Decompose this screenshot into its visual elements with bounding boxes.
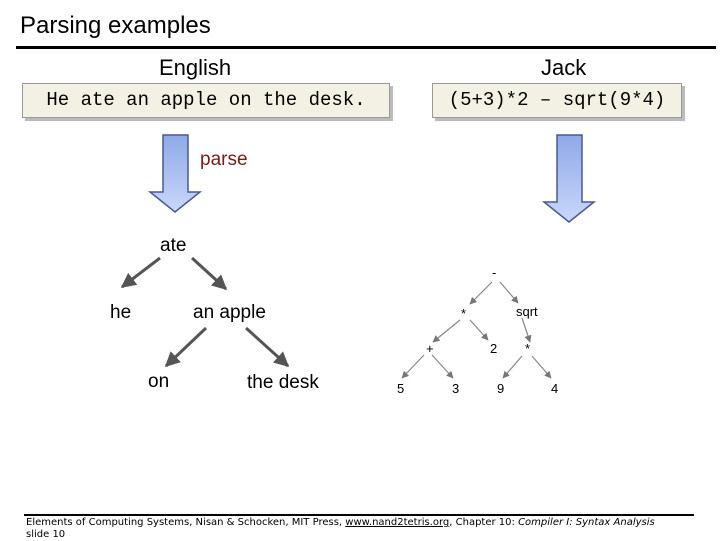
parse-label: parse [200,149,248,170]
english-node-the-desk: the desk [247,372,319,393]
footer-middle: , Chapter 10: [449,517,515,528]
slide-number: slide 10 [26,529,66,540]
jack-node-four: 4 [551,381,559,396]
jack-node-nine: 9 [497,381,505,396]
footer-chapter: Compiler I: Syntax Analysis [518,517,655,528]
jack-node-five: 5 [397,381,405,396]
english-heading: English [159,55,232,80]
english-parse-arrow [147,134,203,213]
jack-expression: (5+3)*2 – sqrt(9*4) [448,89,666,111]
slide-title: Parsing examples [20,12,211,39]
jack-node-three: 3 [452,381,460,396]
edge-minus-mul [469,281,493,305]
english-node-an-apple: an apple [193,302,266,323]
english-sentence-box: He ate an apple on the desk. [22,83,390,118]
jack-parse-arrow [541,134,597,223]
jack-expression-box: (5+3)*2 – sqrt(9*4) [432,83,682,118]
english-sentence: He ate an apple on the desk. [46,89,366,111]
edge-ate-he [120,256,161,289]
edge-minus-sqrt [499,281,519,304]
jack-node-mul: * [461,306,467,321]
footer-link[interactable]: www.nand2tetris.org [345,517,450,528]
english-node-ate: ate [160,235,187,256]
title-divider [16,46,716,49]
footer-divider [24,514,694,516]
jack-node-sqrt: sqrt [516,304,538,319]
jack-node-minus: - [492,265,497,280]
edge-sqrt-mul [521,317,532,343]
english-tree-edges [120,256,290,368]
edge-mul-plus [432,319,461,343]
edge-plus-five [401,354,425,379]
jack-tree-edges [401,281,552,379]
edge-mul-two [469,319,489,341]
edge-apple-desk [244,326,290,368]
edge-apple-on [164,326,208,368]
english-node-he: he [110,302,132,323]
jack-node-plus: + [426,341,434,356]
edge-plus-three [431,354,454,379]
english-node-on: on [148,371,170,392]
footer-prefix: Elements of Computing Systems, Nisan & S… [26,517,343,528]
edge-mul-four [531,355,552,379]
jack-node-mul2: * [525,341,531,356]
edge-ate-apple [190,256,228,291]
footer: Elements of Computing Systems, Nisan & S… [26,517,655,541]
jack-node-two: 2 [490,341,498,356]
edge-mul-nine [502,355,523,379]
jack-heading: Jack [541,55,587,80]
footer-citation: Elements of Computing Systems, Nisan & S… [26,517,655,529]
